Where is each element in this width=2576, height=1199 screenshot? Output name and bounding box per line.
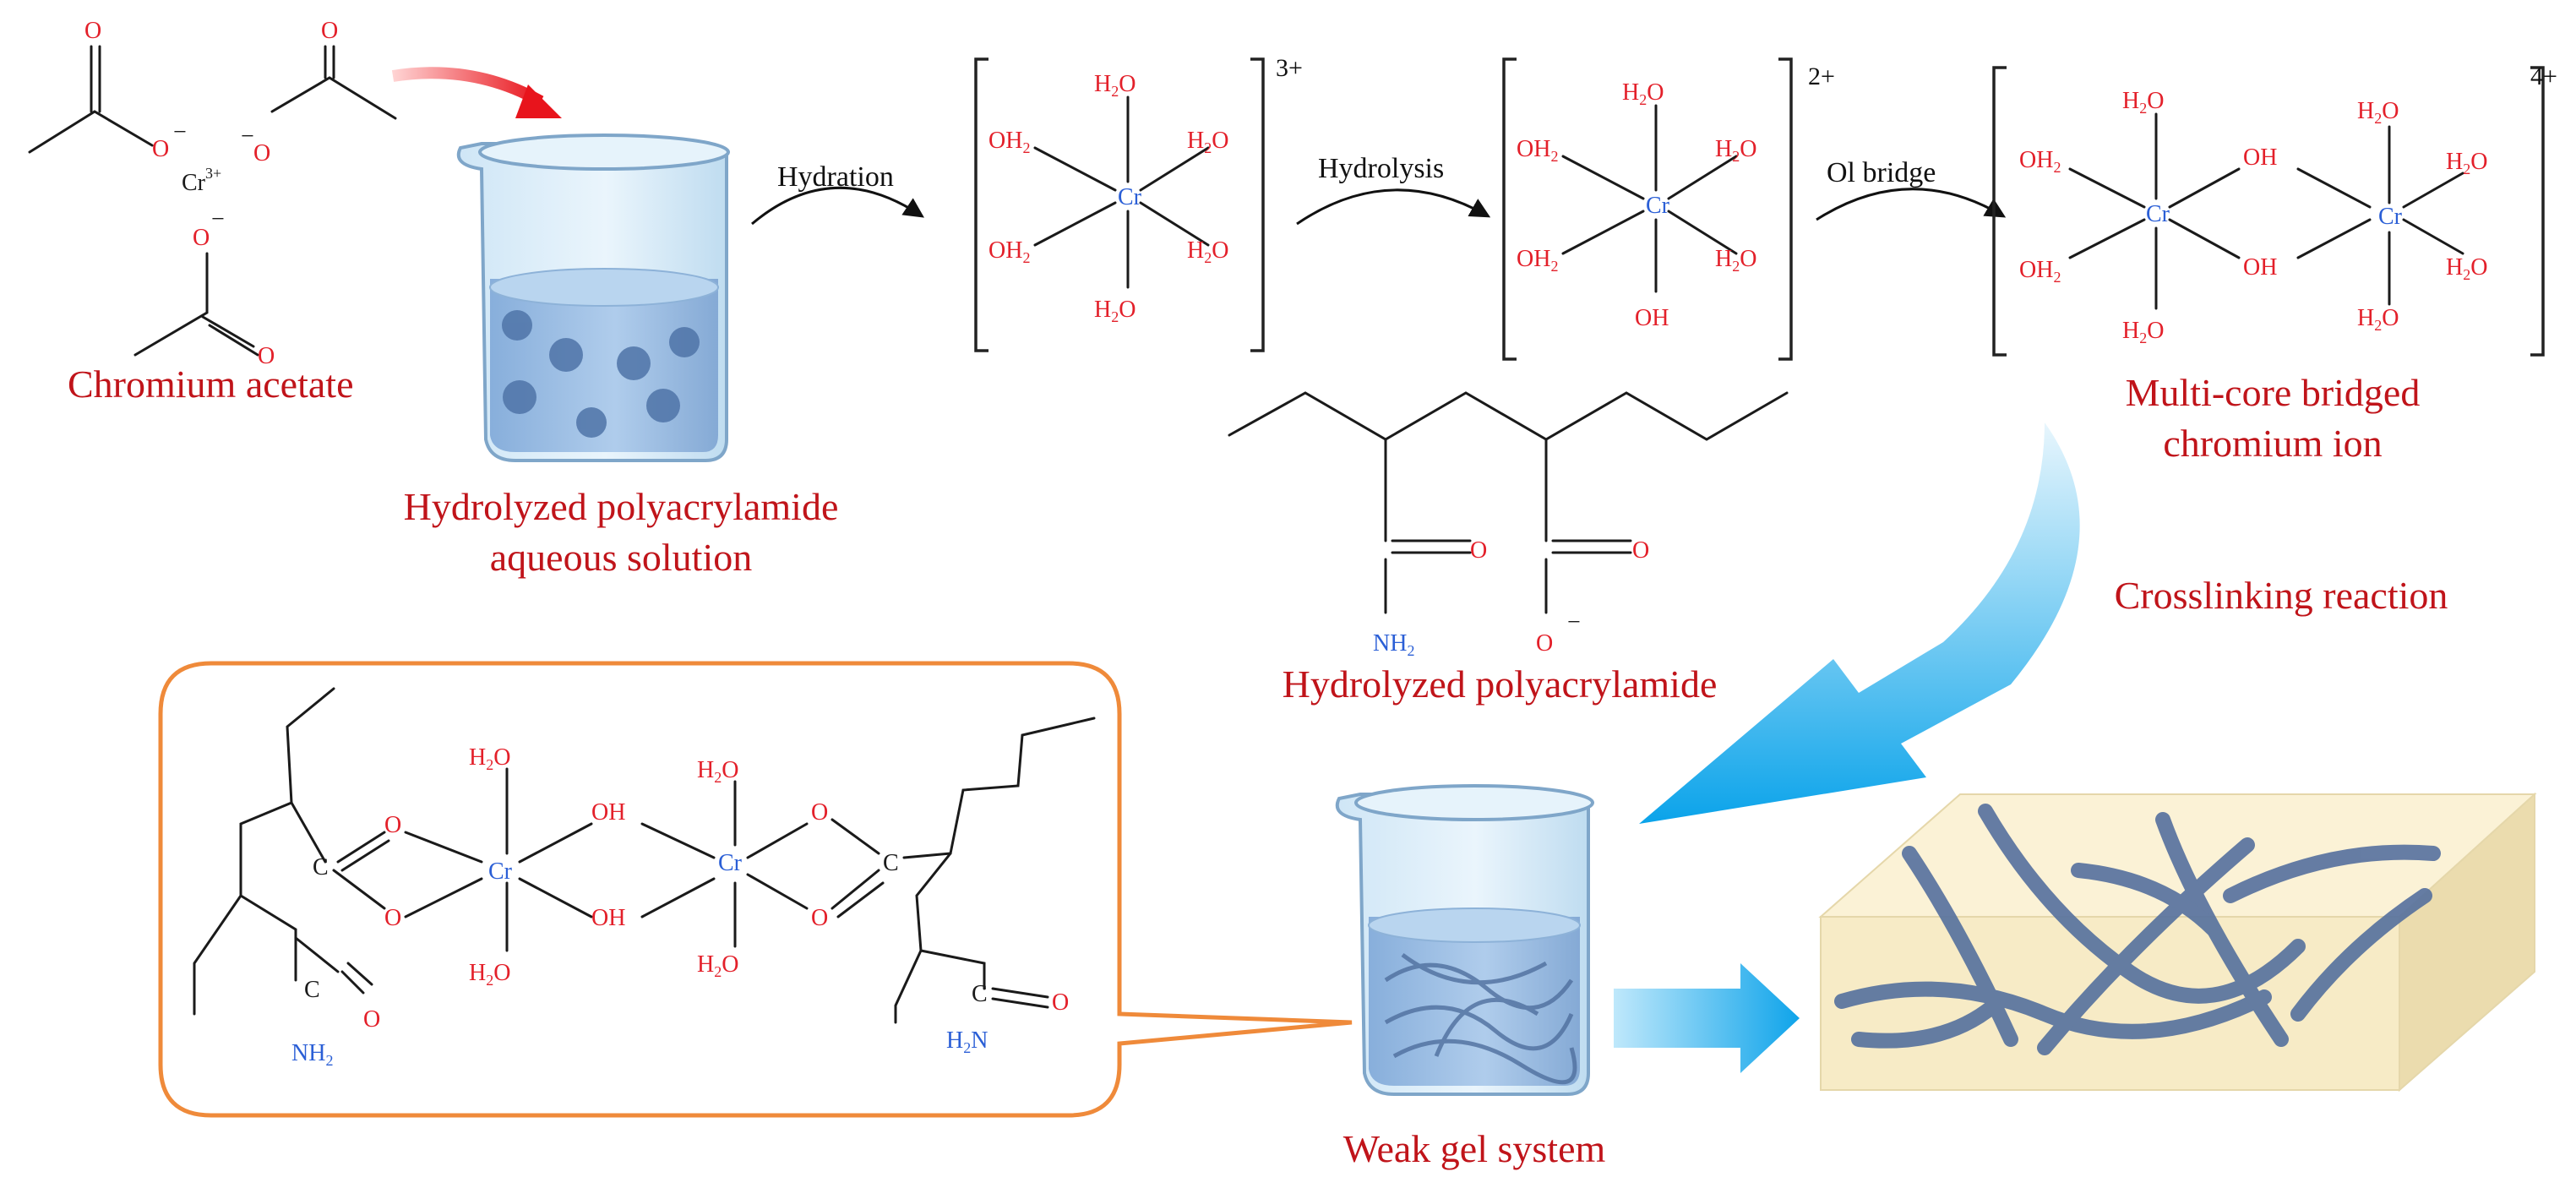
- callout-right-c2: C: [972, 981, 988, 1007]
- c3-bridge-oh-top: OH: [2243, 144, 2277, 171]
- c3-left-oh2-bottom: OH2: [2019, 257, 2061, 286]
- c1-left-oh2-top: OH2: [988, 128, 1030, 156]
- beaker1-label-line1: Hydrolyzed polyacrylamide: [404, 485, 839, 528]
- ol-bridge-arrow: [1816, 188, 2007, 221]
- cr-ion-label: Cr3+: [182, 165, 221, 196]
- acetate3-minus: −: [211, 206, 225, 232]
- complex3-charge: 4+: [2530, 63, 2557, 90]
- c2-left-oh2-top: OH2: [1517, 136, 1558, 165]
- acetate1-ominus-label: O: [152, 136, 169, 162]
- acetate2-ominus-label: O: [253, 140, 270, 166]
- callout-cr1-top-h2o: H2O: [469, 744, 510, 773]
- c3-right-bottom-h2o: H2O: [2357, 305, 2399, 334]
- callout-left-nh2: NH2: [291, 1040, 333, 1069]
- gel-network-block: [1818, 792, 2537, 1093]
- c3-left-oh2-top: OH2: [2019, 147, 2061, 176]
- callout-left-c2: C: [304, 977, 320, 1003]
- hpam-ominus-sign: −: [1567, 609, 1581, 635]
- complex1-cr: Cr: [1118, 184, 1142, 210]
- callout-right-o2: O: [811, 905, 828, 931]
- crosslink-detail-callout: C C O O O NH2 Cr Cr H2O H2O OH OH H2O H2…: [158, 661, 1353, 1118]
- c2-right-h2o-top: H2O: [1715, 136, 1756, 165]
- hpam-nh2: NH2: [1373, 630, 1414, 659]
- c1-left-oh2-bottom: OH2: [988, 237, 1030, 266]
- hpam-carboxyl-o: O: [1632, 537, 1649, 564]
- callout-left-amide-o: O: [363, 1006, 380, 1033]
- callout-cr2-bottom-h2o: H2O: [697, 951, 738, 980]
- callout-left-o2: O: [384, 905, 401, 931]
- complex2-cr: Cr: [1646, 193, 1670, 219]
- callout-cr1-bottom-h2o: H2O: [469, 960, 510, 989]
- hydrolysis-label: Hydrolysis: [1318, 153, 1444, 184]
- acetate2-o-label: O: [321, 18, 338, 44]
- complex-hexaaqua: 3+ Cr H2O H2O OH2 OH2 H2O H2O: [974, 54, 1303, 352]
- gel-fibers-beaker: [1384, 952, 1577, 1085]
- c2-top-h2o: H2O: [1622, 79, 1664, 108]
- complex3-cr-left: Cr: [2146, 201, 2170, 227]
- crosslinking-label: Crosslinking reaction: [2115, 574, 2448, 617]
- callout-cr2-top-h2o: H2O: [697, 757, 738, 786]
- c3-right-top-h2o: H2O: [2357, 98, 2399, 127]
- crosslinking-arrow: [1639, 422, 2080, 824]
- complex3-label-line1: Multi-core bridged: [2126, 371, 2421, 414]
- complex-binuclear: 4+ Cr Cr H2O H2O OH2 OH2 OH OH H2O H2O H…: [1992, 63, 2557, 465]
- c1-top-h2o: H2O: [1094, 71, 1136, 100]
- callout-cr-right: Cr: [718, 850, 743, 876]
- complex-hydroxo: 2+ Cr H2O OH OH2 OH2 H2O H2O: [1502, 57, 1835, 361]
- c1-right-h2o-top: H2O: [1187, 128, 1228, 156]
- hydration-label: Hydration: [777, 161, 894, 193]
- hpam-amide-o: O: [1470, 537, 1487, 564]
- hpam-structure: O O NH2 O − Hydrolyzed polyacrylamide: [1228, 391, 1789, 706]
- c1-right-h2o-bottom: H2O: [1187, 237, 1228, 266]
- complex1-charge: 3+: [1276, 54, 1303, 82]
- acetate1-minus: −: [173, 119, 187, 145]
- chromium-acetate-structure: O O − O O − Cr3+ O − O Chromium acetate: [28, 18, 397, 406]
- callout-right-c: C: [883, 850, 899, 876]
- callout-cr-left: Cr: [488, 858, 513, 885]
- callout-right-h2n: H2N: [946, 1027, 988, 1056]
- acetate1-o-label: O: [84, 18, 101, 44]
- c2-right-h2o-bottom: H2O: [1715, 246, 1756, 275]
- right-blue-arrow: [1614, 963, 1800, 1073]
- c2-bottom-oh: OH: [1635, 305, 1669, 331]
- callout-left-o1: O: [384, 812, 401, 838]
- hpam-ominus-o: O: [1536, 630, 1553, 657]
- complex3-cr-right: Cr: [2378, 204, 2403, 230]
- beaker1-label-line2: aqueous solution: [490, 536, 752, 579]
- acetate2-minus: −: [241, 123, 254, 150]
- c3-right-h2o-upper: H2O: [2446, 149, 2487, 177]
- c3-bridge-oh-bottom: OH: [2243, 254, 2277, 281]
- callout-bridge-oh-bottom: OH: [591, 905, 625, 931]
- hpam-label: Hydrolyzed polyacrylamide: [1283, 662, 1718, 706]
- beaker-hpam-solution: Hydrolyzed polyacrylamide aqueous soluti…: [404, 134, 839, 579]
- beaker-weak-gel: Weak gel system: [1335, 784, 1606, 1170]
- c3-left-bottom-h2o: H2O: [2122, 318, 2164, 346]
- acetate3-o-label: O: [258, 343, 275, 369]
- callout-right-amide-o: O: [1052, 989, 1069, 1016]
- hydrolysis-arrow: [1296, 188, 1491, 226]
- acetate3-ominus-label: O: [193, 225, 210, 251]
- ol-bridge-label: Ol bridge: [1827, 157, 1936, 188]
- complex3-label-line2: chromium ion: [2163, 422, 2382, 465]
- c3-left-top-h2o: H2O: [2122, 88, 2164, 117]
- c2-left-oh2-bottom: OH2: [1517, 246, 1558, 275]
- polymer-clusters: [502, 310, 700, 438]
- callout-left-c: C: [313, 854, 329, 880]
- gel-fibers-block: [1834, 804, 2441, 1055]
- complex2-charge: 2+: [1808, 63, 1835, 90]
- chromium-acetate-label: Chromium acetate: [68, 362, 354, 406]
- red-curved-arrow: [391, 67, 544, 107]
- red-arrow-head: [515, 84, 562, 118]
- callout-right-o1: O: [811, 799, 828, 826]
- hydration-arrow: [751, 186, 924, 226]
- c3-right-h2o-lower: H2O: [2446, 254, 2487, 283]
- c1-bottom-h2o: H2O: [1094, 297, 1136, 325]
- callout-bridge-oh-top: OH: [591, 799, 625, 826]
- beaker2-label: Weak gel system: [1343, 1127, 1606, 1170]
